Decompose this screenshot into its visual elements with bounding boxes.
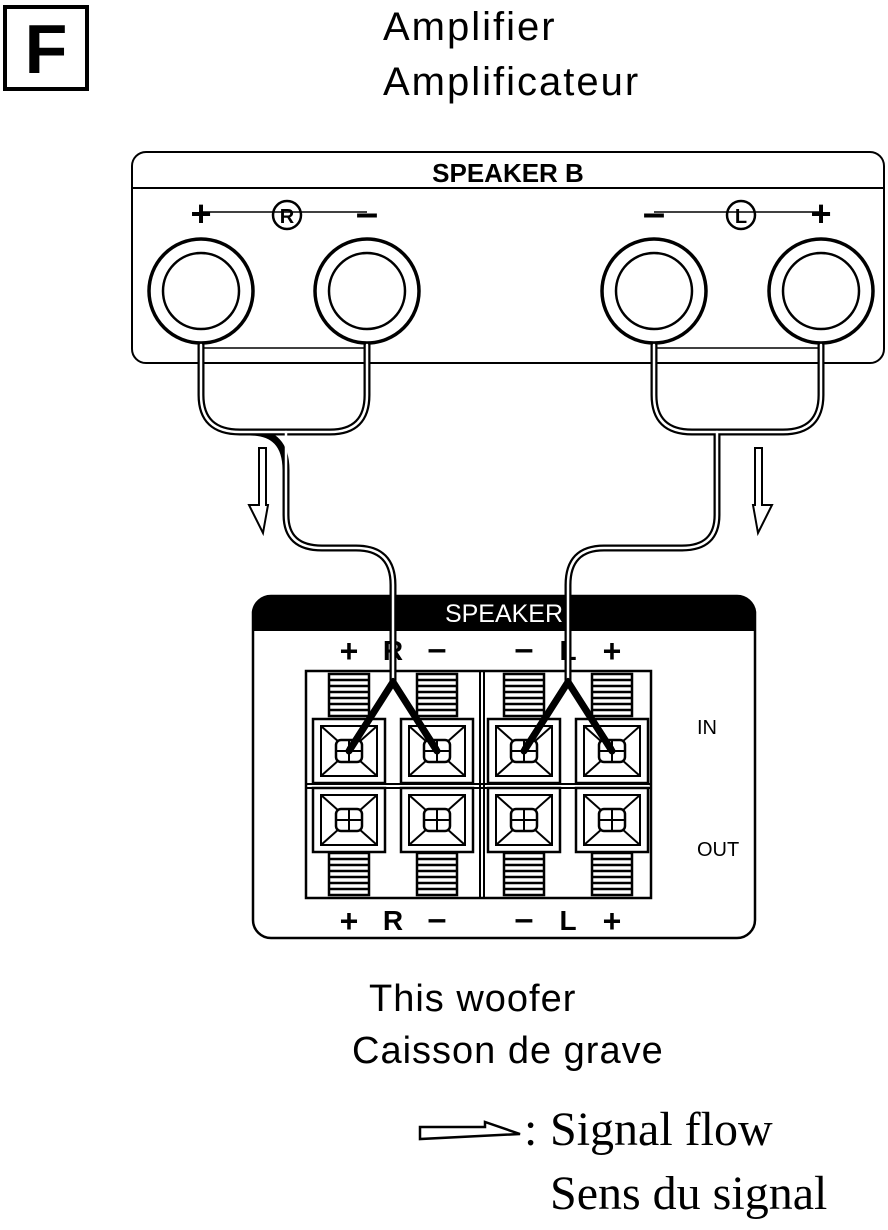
amp-l-minus-label: – xyxy=(643,191,665,235)
amp-r-plus-terminal xyxy=(147,237,255,345)
out-r-plus-lever xyxy=(327,851,371,897)
in-label: IN xyxy=(697,717,717,739)
in-r-minus-lever xyxy=(415,672,459,718)
out-l-minus-terminal xyxy=(486,786,562,854)
woofer-title-fr: Caisson de grave xyxy=(352,1030,664,1072)
in-r-plus-lever xyxy=(327,672,371,718)
amp-r-minus-label: – xyxy=(356,191,378,235)
woofer-bottom-l: L xyxy=(559,905,576,936)
woofer-top-r-plus: + xyxy=(340,633,359,669)
legend-arrow-icon xyxy=(418,1120,521,1141)
amplifier-title-en: Amplifier xyxy=(383,5,557,49)
amp-r-badge: R xyxy=(280,206,295,228)
amp-l-badge-circle xyxy=(725,199,757,231)
amp-r-minus-terminal xyxy=(313,237,421,345)
figure-letter: F xyxy=(24,10,68,88)
legend-separator: : xyxy=(524,1103,538,1156)
woofer-panel: SPEAKER + R – – L + IN xyxy=(251,594,757,940)
woofer-bottom-l-minus: – xyxy=(515,900,534,938)
out-r-plus-terminal xyxy=(311,786,387,854)
out-l-plus-terminal xyxy=(574,786,650,854)
in-l-minus-lever xyxy=(502,672,546,718)
amp-l-minus-terminal xyxy=(600,237,708,345)
woofer-top-l-minus: – xyxy=(515,630,534,668)
woofer-bottom-r: R xyxy=(383,905,403,936)
amp-l-plus-label: + xyxy=(810,193,831,234)
woofer-bottom-l-plus: + xyxy=(603,903,622,939)
figure-letter-box: F xyxy=(3,5,89,91)
woofer-title-en: This woofer xyxy=(369,978,577,1020)
amplifier-panel-label: SPEAKER B xyxy=(432,158,584,188)
woofer-top-r-minus: – xyxy=(428,630,447,668)
signal-flow-arrow-left-channel xyxy=(751,447,774,537)
amp-r-badge-circle xyxy=(271,199,303,231)
amp-r-plus-label: + xyxy=(190,193,211,234)
amplifier-panel: SPEAKER B + R – – L + xyxy=(131,151,885,364)
woofer-top-l-plus: + xyxy=(603,633,622,669)
in-l-plus-lever xyxy=(590,672,634,718)
woofer-panel-label: SPEAKER xyxy=(445,600,563,628)
woofer-bottom-r-plus: + xyxy=(340,903,359,939)
amplifier-title-fr: Amplificateur xyxy=(383,60,641,104)
amp-l-plus-terminal xyxy=(767,237,875,345)
out-label: OUT xyxy=(697,839,739,861)
out-r-minus-lever xyxy=(415,851,459,897)
signal-flow-arrow-right-channel xyxy=(247,447,270,537)
amp-l-badge: L xyxy=(735,206,747,228)
woofer-bottom-r-minus: – xyxy=(428,900,447,938)
out-l-minus-lever xyxy=(502,851,546,897)
out-l-plus-lever xyxy=(590,851,634,897)
legend-signal-fr: Sens du signal xyxy=(550,1167,828,1220)
out-r-minus-terminal xyxy=(399,786,475,854)
legend-signal-en: Signal flow xyxy=(550,1103,773,1156)
